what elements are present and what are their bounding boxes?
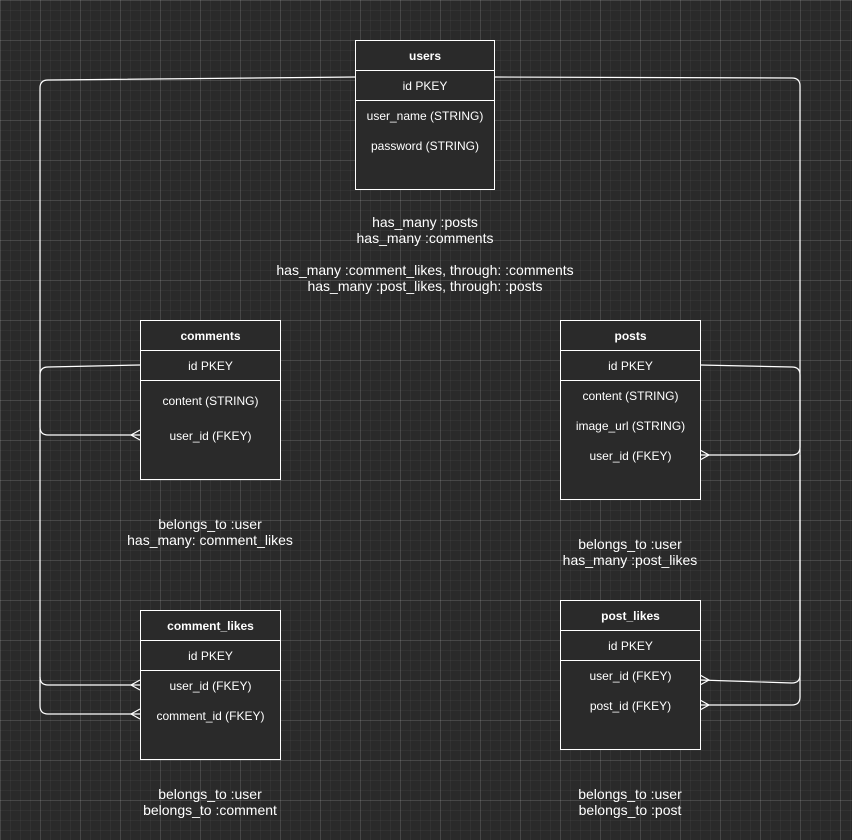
- field-row: content (STRING): [162, 394, 259, 408]
- relation-spacer: [255, 246, 595, 262]
- many-marker-comment-likes-comment-id: [129, 708, 141, 720]
- relation-line: belongs_to :comment: [143, 802, 277, 818]
- entity-title: comments: [141, 321, 280, 351]
- many-marker-post-likes-user-id: [699, 674, 711, 686]
- relation-line: has_many: comment_likes: [127, 532, 293, 548]
- primary-key-row: id PKEY: [356, 71, 494, 101]
- entity-comments[interactable]: comments id PKEY content (STRING) user_i…: [140, 320, 281, 480]
- connector-users-comment-likes-user-id: [39, 676, 140, 686]
- many-marker-comment-likes-user-id: [129, 679, 141, 691]
- field-row: user_id (FKEY): [169, 679, 252, 693]
- entity-users[interactable]: users id PKEY user_name (STRING) passwor…: [355, 40, 495, 190]
- relation-line: has_many :comment_likes, through: :comme…: [276, 262, 574, 278]
- relation-line: belongs_to :user: [158, 786, 262, 802]
- entity-title: users: [356, 41, 494, 71]
- field-row: password (STRING): [370, 139, 480, 153]
- comment-likes-relations: belongs_to :user belongs_to :comment: [100, 786, 320, 818]
- field-row: user_id (FKEY): [589, 449, 672, 463]
- primary-key-row: id PKEY: [141, 351, 280, 381]
- connector-comments-user-id: [39, 364, 141, 436]
- field-row: user_id (FKEY): [169, 429, 252, 443]
- users-relations: has_many :posts has_many :comments has_m…: [255, 214, 595, 294]
- entity-post-likes[interactable]: post_likes id PKEY user_id (FKEY) post_i…: [560, 600, 701, 750]
- primary-key-row: id PKEY: [141, 641, 280, 671]
- comments-relations: belongs_to :user has_many: comment_likes: [100, 516, 320, 548]
- entity-title: posts: [561, 321, 700, 351]
- relation-line: belongs_to :post: [578, 802, 682, 818]
- connector-posts-post-likes-post-id: [700, 455, 801, 706]
- posts-relations: belongs_to :user has_many :post_likes: [520, 536, 740, 568]
- many-marker-post-likes-post-id: [699, 699, 711, 711]
- field-row: content (STRING): [582, 389, 679, 403]
- relation-line: has_many :comments: [356, 230, 494, 246]
- post-likes-relations: belongs_to :user belongs_to :post: [520, 786, 740, 818]
- relation-line: belongs_to :user: [578, 536, 682, 552]
- primary-key-row: id PKEY: [561, 631, 700, 661]
- entity-title: comment_likes: [141, 611, 280, 641]
- connector-posts-user-id: [699, 364, 801, 456]
- relation-line: has_many :posts: [372, 214, 478, 230]
- relation-line: belongs_to :user: [578, 786, 682, 802]
- field-row: user_name (STRING): [366, 109, 484, 123]
- many-marker-posts-user-id: [699, 449, 711, 461]
- field-row: user_id (FKEY): [589, 669, 672, 683]
- field-row: post_id (FKEY): [589, 699, 672, 713]
- field-row: image_url (STRING): [575, 419, 686, 433]
- relation-line: has_many :post_likes, through: :posts: [307, 278, 543, 294]
- relation-line: has_many :post_likes: [562, 552, 698, 568]
- entity-comment-likes[interactable]: comment_likes id PKEY user_id (FKEY) com…: [140, 610, 281, 760]
- primary-key-row: id PKEY: [561, 351, 700, 381]
- entity-posts[interactable]: posts id PKEY content (STRING) image_url…: [560, 320, 701, 500]
- entity-title: post_likes: [561, 601, 700, 631]
- field-row: comment_id (FKEY): [156, 709, 265, 723]
- many-marker-comments-user-id: [129, 429, 141, 441]
- relation-line: belongs_to :user: [158, 516, 262, 532]
